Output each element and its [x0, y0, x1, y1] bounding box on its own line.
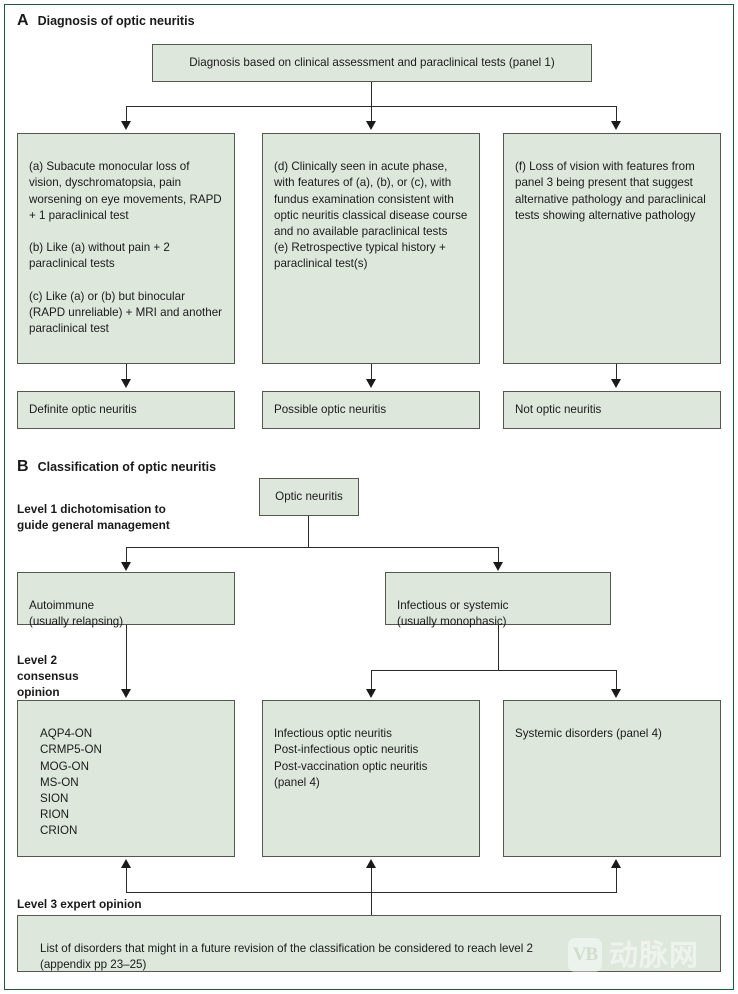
level-2-label: Level 2 consensus opinion [17, 653, 79, 699]
arrowhead-b-level2-right [611, 689, 621, 698]
panel-a-outcome-box-possible[interactable]: Possible optic neuritis [262, 391, 480, 429]
connector-a-drop-right [616, 106, 618, 123]
connector-b-level3-riser-left [126, 868, 128, 893]
panel-a-outcome-box-not[interactable]: Not optic neuritis [503, 391, 721, 429]
panel-b-level1-label-infectious: Infectious or systemic (usually monophas… [397, 599, 509, 629]
panel-b-root-label: Optic neuritis [275, 489, 343, 503]
connector-a-out-mid [371, 364, 373, 382]
panel-b-level3-box[interactable]: List of disorders that might in a future… [17, 915, 721, 972]
connector-b-level3-riser-mid [371, 868, 373, 916]
panel-b-root-box[interactable]: Optic neuritis [259, 478, 359, 516]
panel-b-title: Classification of optic neuritis [37, 460, 217, 474]
figure-frame-bottom [4, 989, 734, 990]
panel-b-heading: B Classification of optic neuritis [17, 458, 216, 476]
connector-b-level1-drop-right [498, 547, 500, 564]
panel-b-level3-text: List of disorders that might in a future… [40, 942, 533, 972]
arrowhead-b-level2-left [121, 689, 131, 698]
panel-a-outcome-label-definite: Definite optic neuritis [29, 402, 137, 416]
arrowhead-b-level3-left [121, 859, 131, 868]
panel-b-level2-box-autoimmune-list[interactable]: AQP4-ON CRMP5-ON MOG-ON MS-ON SION RION … [17, 700, 235, 857]
arrowhead-b-level1-left [121, 562, 131, 571]
connector-b-level2-drop-mid [371, 670, 373, 692]
connector-a-drop-left [126, 106, 128, 123]
panel-b-letter: B [17, 458, 29, 475]
panel-a-outcome-box-definite[interactable]: Definite optic neuritis [17, 391, 235, 429]
arrowhead-a-out-left [121, 379, 131, 388]
panel-a-criteria-text-2: (d) Clinically seen in acute phase, with… [274, 160, 468, 271]
arrowhead-a-out-mid [366, 379, 376, 388]
panel-b-level2-text-infectious: Infectious optic neuritis Post-infectiou… [274, 727, 428, 789]
panel-b-level1-label-autoimmune: Autoimmune (usually relapsing) [29, 599, 124, 629]
panel-b-level1-box-infectious[interactable]: Infectious or systemic (usually monophas… [385, 572, 611, 629]
connector-b-autoimmune-down [126, 625, 128, 692]
connector-a-out-right [616, 364, 618, 382]
arrowhead-b-level2-mid [366, 689, 376, 698]
panel-a-letter: A [17, 12, 29, 29]
connector-b-level1-drop-left [126, 547, 128, 564]
panel-a-root-label: Diagnosis based on clinical assessment a… [189, 55, 555, 69]
panel-b-level2-text-autoimmune: AQP4-ON CRMP5-ON MOG-ON MS-ON SION RION … [40, 727, 102, 838]
panel-a-criteria-box-3[interactable]: (f) Loss of vision with features from pa… [503, 133, 721, 364]
connector-a-out-left [126, 364, 128, 382]
panel-a-criteria-text-1: (a) Subacute monocular loss of vision, d… [29, 160, 223, 336]
connector-a-drop-mid [371, 106, 373, 123]
panel-a-criteria-box-1[interactable]: (a) Subacute monocular loss of vision, d… [17, 133, 235, 364]
figure-frame-top [4, 4, 734, 5]
panel-a-outcome-label-not: Not optic neuritis [515, 402, 602, 416]
connector-b-level2-drop-right [616, 670, 618, 692]
panel-a-title: Diagnosis of optic neuritis [37, 14, 195, 28]
panel-a-outcome-label-possible: Possible optic neuritis [274, 402, 387, 416]
connector-b-level1-bus [126, 547, 499, 549]
arrowhead-a-left [121, 121, 131, 130]
panel-b-level2-box-infectious-list[interactable]: Infectious optic neuritis Post-infectiou… [262, 700, 480, 857]
level-1-label: Level 1 dichotomisation to guide general… [17, 502, 170, 532]
arrowhead-a-mid [366, 121, 376, 130]
arrowhead-a-right [611, 121, 621, 130]
arrowhead-a-out-right [611, 379, 621, 388]
panel-b-level2-box-systemic[interactable]: Systemic disorders (panel 4) [503, 700, 721, 857]
figure-frame-right [733, 4, 734, 990]
figure-frame-left [4, 4, 5, 990]
arrowhead-b-level3-right [611, 859, 621, 868]
connector-b-level2-bus [371, 670, 616, 672]
panel-a-criteria-box-2[interactable]: (d) Clinically seen in acute phase, with… [262, 133, 480, 364]
arrowhead-b-level1-right [493, 562, 503, 571]
level-3-label: Level 3 expert opinion [17, 897, 142, 911]
panel-a-root-box[interactable]: Diagnosis based on clinical assessment a… [152, 44, 592, 82]
panel-b-level1-box-autoimmune[interactable]: Autoimmune (usually relapsing) [17, 572, 235, 629]
panel-a-criteria-text-3: (f) Loss of vision with features from pa… [515, 160, 706, 222]
panel-a-heading: A Diagnosis of optic neuritis [17, 12, 195, 30]
connector-b-level3-riser-right [616, 868, 618, 893]
connector-b-infectious-stem [498, 625, 500, 671]
connector-b-root-stem [308, 516, 310, 548]
arrowhead-b-level3-mid [366, 859, 376, 868]
connector-a-root-stem [371, 82, 373, 107]
panel-b-level2-text-systemic: Systemic disorders (panel 4) [515, 727, 662, 741]
